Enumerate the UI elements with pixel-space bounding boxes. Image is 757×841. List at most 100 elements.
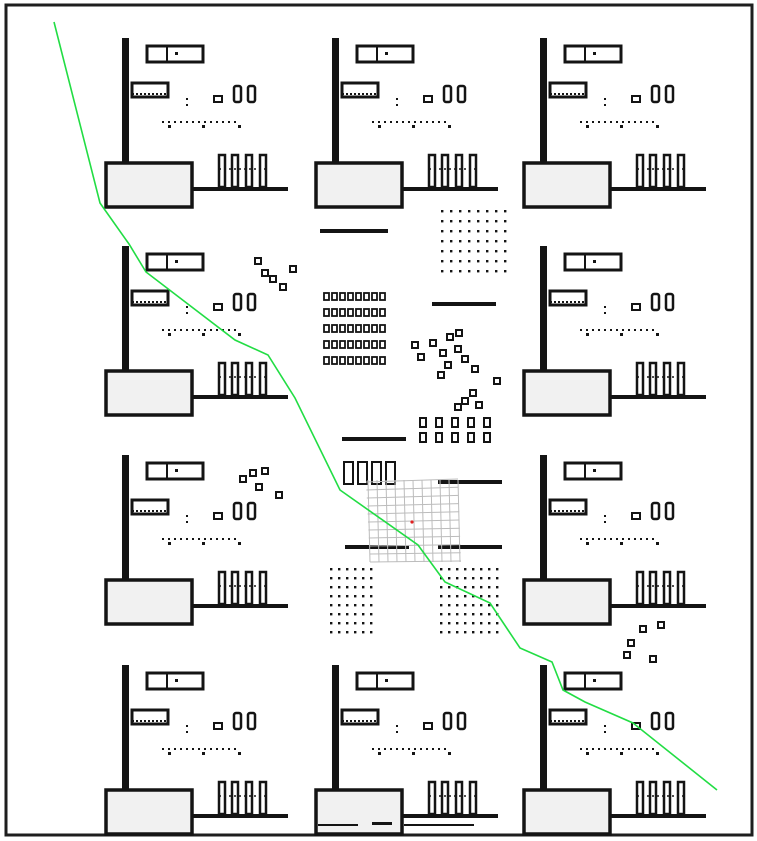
- grid-dot: [472, 604, 475, 607]
- grid-dot: [464, 604, 467, 607]
- grid-dot: [495, 230, 498, 233]
- grid-dot: [370, 604, 373, 607]
- chip-rows: [343, 417, 491, 485]
- grid-dot: [441, 210, 444, 213]
- grid-dot: [456, 613, 459, 616]
- grid-dot: [330, 622, 333, 625]
- grid-dot: [468, 230, 471, 233]
- grid-dot: [354, 568, 357, 571]
- grid-cell: [355, 324, 362, 333]
- grid-dot: [450, 230, 453, 233]
- grid-dot: [472, 568, 475, 571]
- scatter-square: [461, 397, 469, 405]
- grid-dot: [354, 586, 357, 589]
- grid-dot: [362, 622, 365, 625]
- scatter-square: [649, 655, 657, 663]
- grid-dot: [496, 586, 499, 589]
- grid-line: [394, 479, 398, 563]
- grid-dot: [495, 220, 498, 223]
- grid-dot: [486, 210, 489, 213]
- grid-dot: [362, 586, 365, 589]
- grid-dot: [362, 613, 365, 616]
- grid-dot: [504, 220, 507, 223]
- grid-dot: [330, 631, 333, 634]
- grid-patch: [365, 478, 462, 563]
- grid-dot: [480, 622, 483, 625]
- grid-dot: [346, 604, 349, 607]
- grid-cell: [323, 308, 330, 317]
- grid-dot: [459, 230, 462, 233]
- grid-dot: [440, 595, 443, 598]
- grid-dot: [504, 230, 507, 233]
- scatter-square: [455, 329, 463, 337]
- grid-line: [367, 479, 371, 563]
- scatter-square: [475, 401, 483, 409]
- grid-cell: [331, 356, 338, 365]
- grid-dot: [459, 240, 462, 243]
- scatter-square: [627, 639, 635, 647]
- grid-dot: [338, 613, 341, 616]
- grid-dot: [480, 577, 483, 580]
- grid-dot: [338, 631, 341, 634]
- grid-dot: [488, 622, 491, 625]
- scatter-square: [639, 625, 647, 633]
- scatter-square: [429, 339, 437, 347]
- grid-cell: [355, 340, 362, 349]
- grid-cell: [339, 308, 346, 317]
- grid-cell: [339, 324, 346, 333]
- grid-dot: [448, 613, 451, 616]
- grid-dot: [488, 613, 491, 616]
- grid-line: [376, 479, 380, 563]
- grid-dot: [495, 210, 498, 213]
- grid-dot: [450, 210, 453, 213]
- grid-dot: [477, 250, 480, 253]
- grid-dot: [346, 595, 349, 598]
- grid-cell: [379, 308, 386, 317]
- grid-dot: [464, 586, 467, 589]
- grid-dot: [468, 260, 471, 263]
- grid-cell: [331, 324, 338, 333]
- grid-dot: [496, 604, 499, 607]
- grid-dot: [488, 586, 491, 589]
- grid-dot: [440, 604, 443, 607]
- grid-dot: [495, 270, 498, 273]
- grid-dot: [354, 613, 357, 616]
- grid-dot: [338, 577, 341, 580]
- grid-line: [366, 494, 459, 499]
- grid-dot: [456, 622, 459, 625]
- grid-cell: [371, 308, 378, 317]
- grid-dot: [330, 613, 333, 616]
- grid-dot: [338, 586, 341, 589]
- grid-line: [457, 479, 461, 563]
- scatter-square: [471, 365, 479, 373]
- grid-dot: [488, 631, 491, 634]
- grid-dot: [480, 586, 483, 589]
- grid-dot: [495, 240, 498, 243]
- grid-dot: [354, 622, 357, 625]
- grid-dot: [486, 260, 489, 263]
- grid-dot: [362, 595, 365, 598]
- scatter-square: [239, 475, 247, 483]
- grid-dot: [504, 260, 507, 263]
- grid-dot: [448, 595, 451, 598]
- grid-dot: [370, 631, 373, 634]
- grid-cell: [371, 340, 378, 349]
- grid-cell: [347, 340, 354, 349]
- scatter-square: [249, 469, 257, 477]
- grid-dot: [477, 240, 480, 243]
- grid-line: [421, 479, 425, 563]
- grid-dot: [468, 270, 471, 273]
- scatter-square: [454, 345, 462, 353]
- grid-dot: [440, 613, 443, 616]
- scatter-square: [657, 621, 665, 629]
- grid-line: [367, 503, 459, 507]
- grid-dot: [464, 631, 467, 634]
- grid-dot: [480, 631, 483, 634]
- grid-dot: [488, 568, 491, 571]
- grid-dot: [464, 613, 467, 616]
- grid-dot: [370, 586, 373, 589]
- grid-cell: [347, 292, 354, 301]
- grid-cell: [371, 292, 378, 301]
- grid-cell: [379, 340, 386, 349]
- grid-dot: [370, 577, 373, 580]
